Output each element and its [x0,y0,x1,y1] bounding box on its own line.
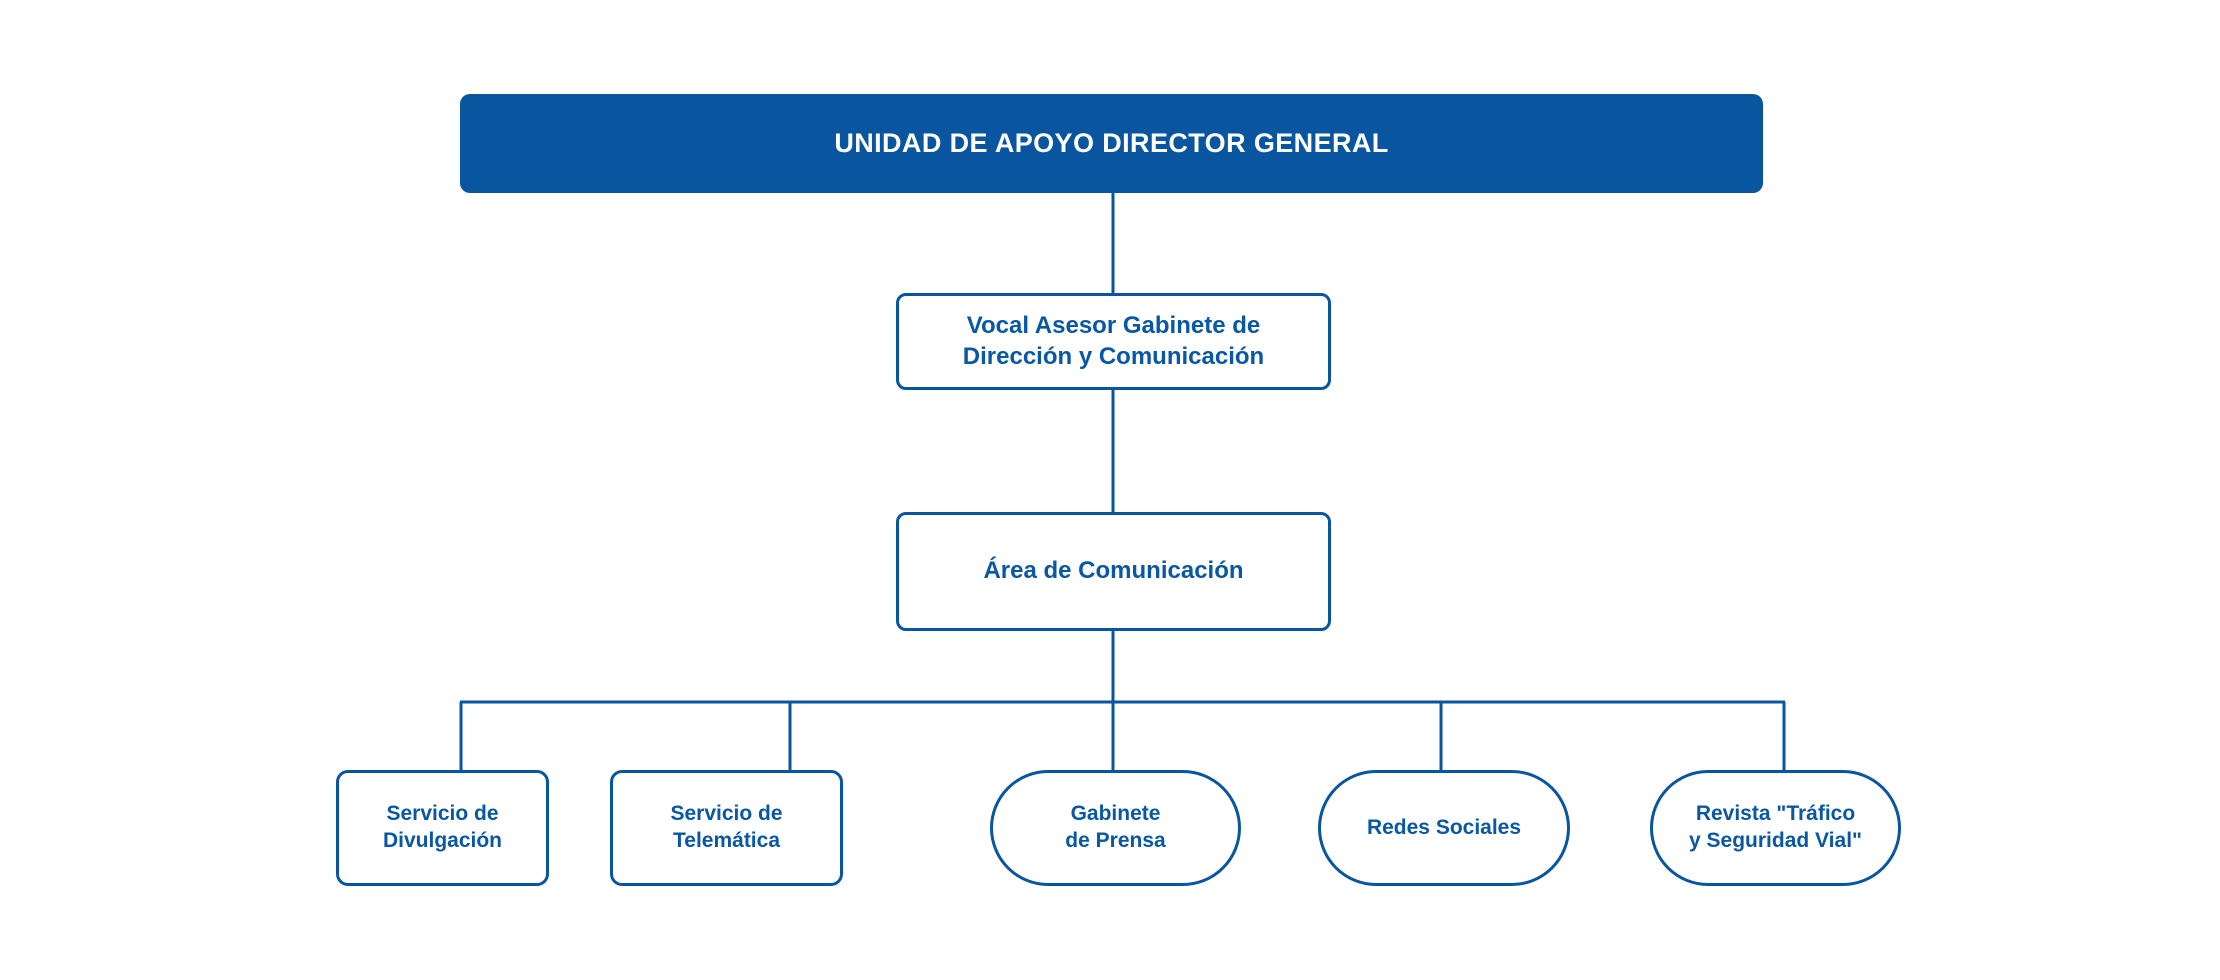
node-label-line-1: Revista "Tráfico [1695,802,1856,826]
node-unidad-apoyo-director-general[interactable]: UNIDAD DE APOYO DIRECTOR GENERAL [460,94,1763,193]
node-label-group: Gabinete de Prensa [1055,801,1175,855]
node-label-group: Servicio de Divulgación [373,801,512,855]
node-redes-sociales[interactable]: Redes Sociales [1318,770,1570,886]
node-servicio-de-divulgacion[interactable]: Servicio de Divulgación [336,770,549,886]
node-servicio-de-telematica[interactable]: Servicio de Telemática [610,770,843,886]
node-label-line-1: Servicio de [670,802,783,826]
node-label-line-1: Área de Comunicación [983,557,1244,585]
node-label-line-2: de Prensa [1065,829,1166,852]
node-label-group: Vocal Asesor Gabinete de Dirección y Com… [953,311,1274,372]
node-vocal-asesor-gabinete[interactable]: Vocal Asesor Gabinete de Dirección y Com… [896,293,1331,390]
node-label-group: Servicio de Telemática [660,801,792,855]
node-label-line-1: Vocal Asesor Gabinete de [966,311,1261,339]
node-label-line-2: Dirección y Comunicación [962,342,1265,370]
node-label-line-1: Servicio de [386,802,499,826]
node-label-line-2: Divulgación [382,829,503,852]
node-label-line-1: Gabinete [1070,802,1161,826]
node-label-group: Área de Comunicación [973,556,1253,587]
node-label-line-2: Telemática [673,829,780,852]
node-label-line-2: y Seguridad Vial" [1689,829,1862,852]
node-area-de-comunicacion[interactable]: Área de Comunicación [896,512,1331,631]
node-label-group: Revista "Tráfico y Seguridad Vial" [1679,801,1872,855]
node-label-group: Redes Sociales [1357,815,1531,842]
node-revista-trafico-y-seguridad-vial[interactable]: Revista "Tráfico y Seguridad Vial" [1650,770,1901,886]
node-gabinete-de-prensa[interactable]: Gabinete de Prensa [990,770,1241,886]
node-label: UNIDAD DE APOYO DIRECTOR GENERAL [834,128,1389,159]
node-label-line-1: Redes Sociales [1366,815,1522,839]
